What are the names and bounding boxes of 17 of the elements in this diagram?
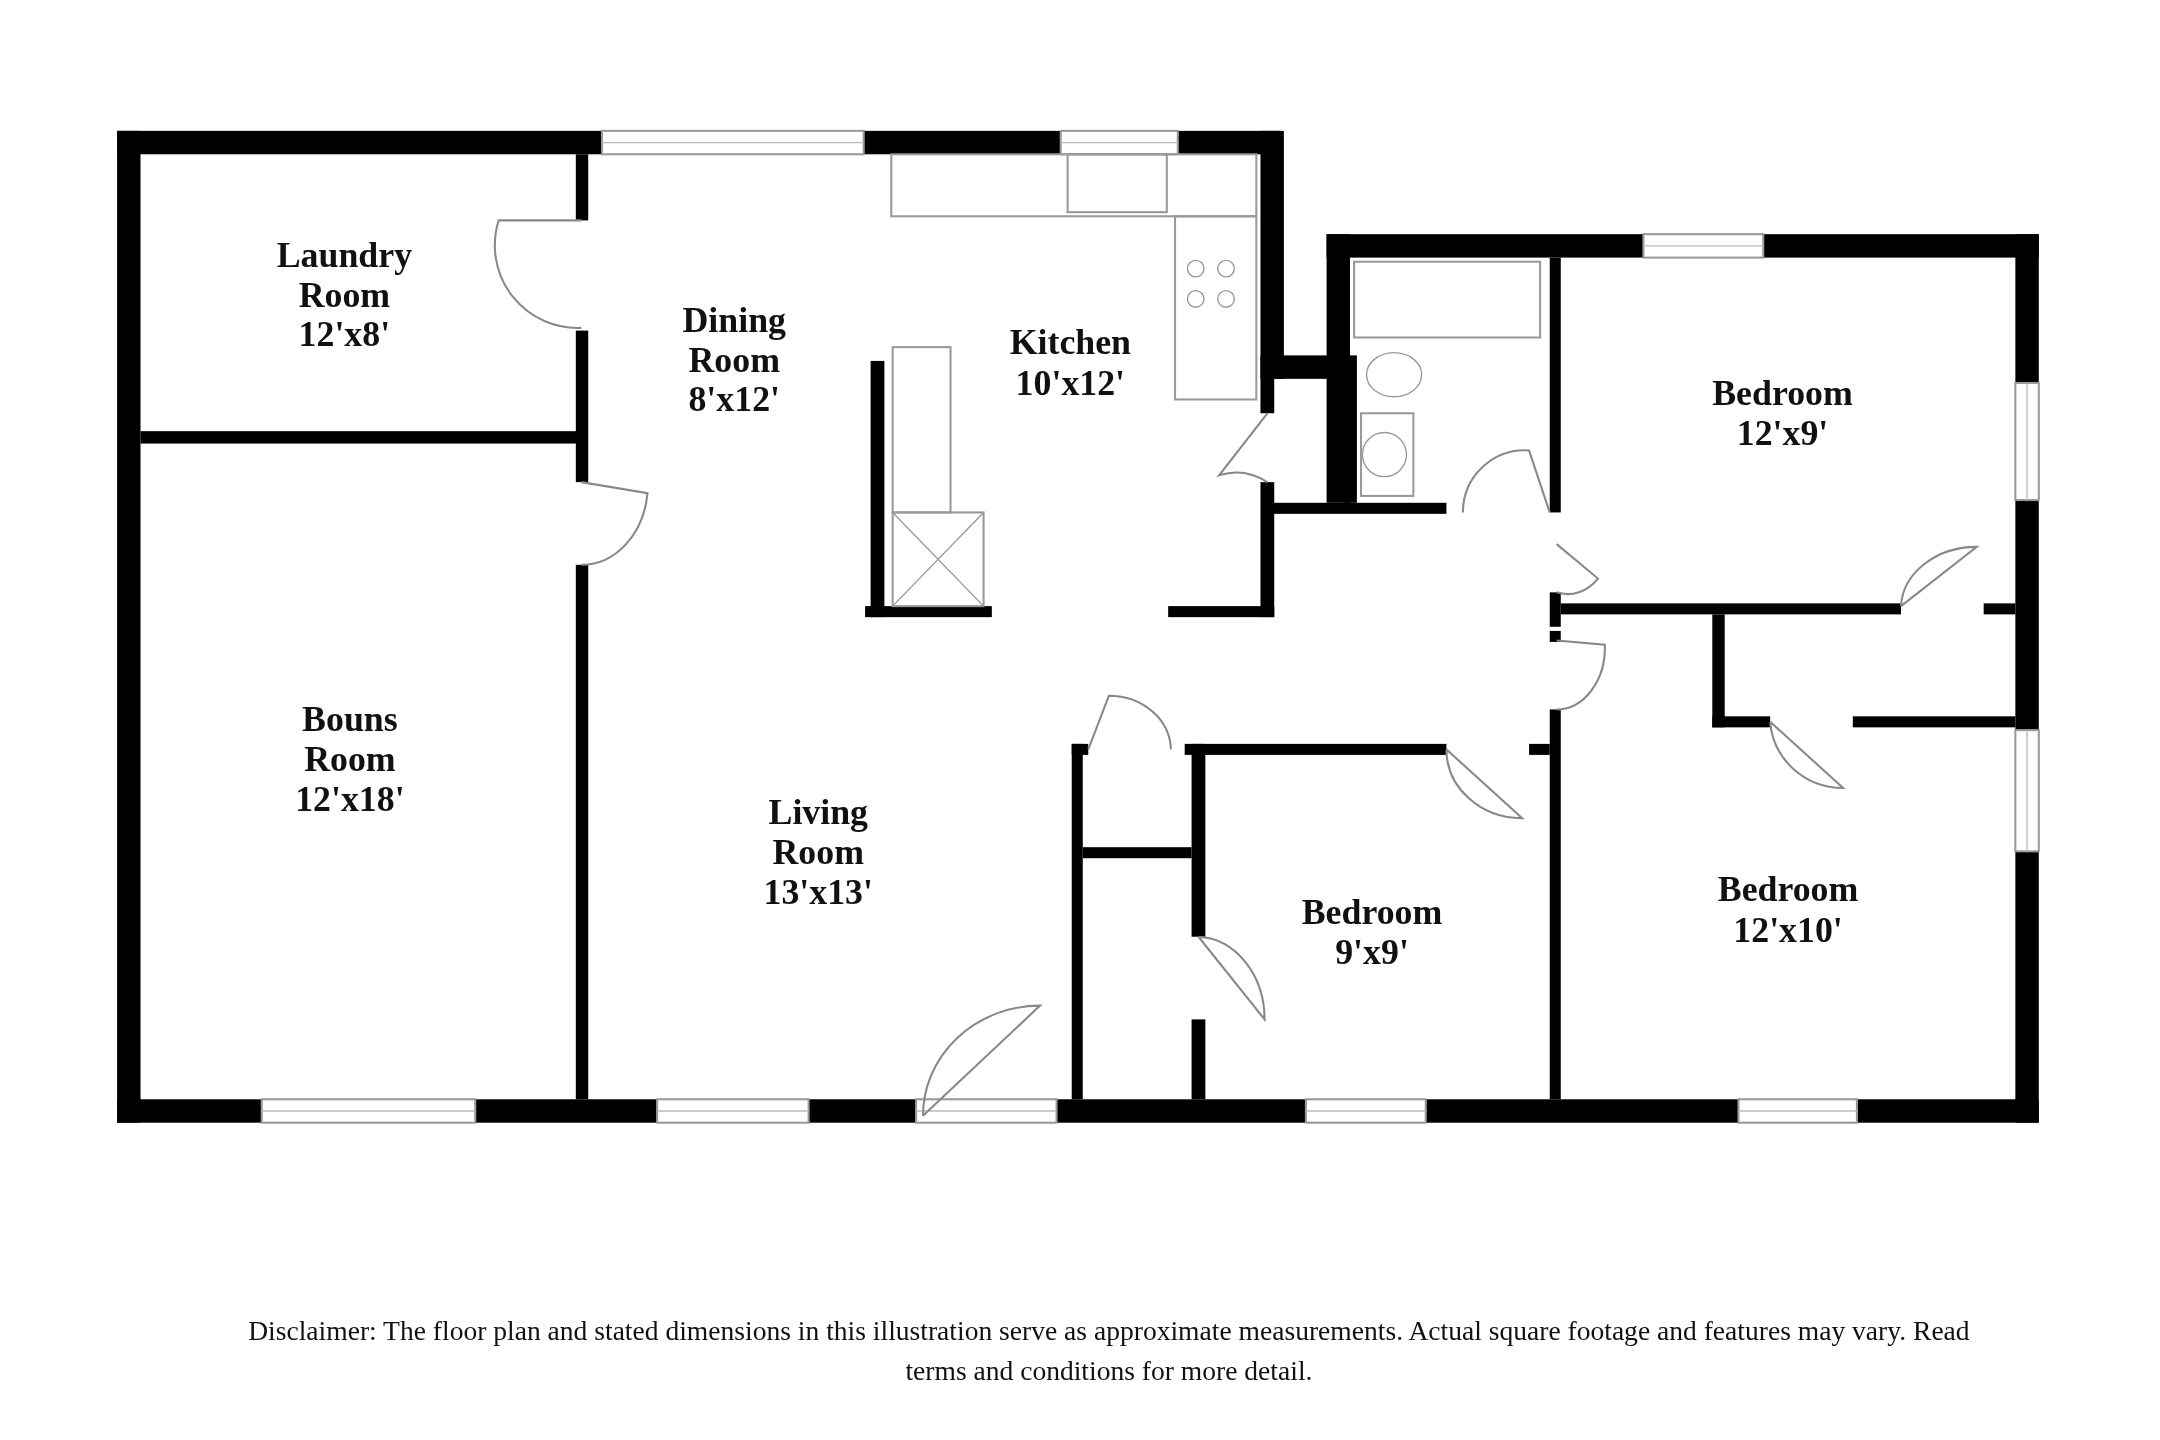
room-name: Kitchen <box>1008 322 1133 363</box>
room-dimensions: 12'x8' <box>297 314 392 355</box>
room-dimensions: 8'x12' <box>687 378 781 419</box>
disclaimer-text: Disclaimer: The floor plan and stated dimensions in this illustration serve as approximate measurements. Actual square footage and features may vary. Read terms and conditions for more detail. <box>247 1314 1970 1388</box>
room-name: Living Room <box>767 792 870 872</box>
room-name: Bedroom <box>1716 869 1860 910</box>
room-name: Bouns Room <box>301 699 399 780</box>
room-dimensions: 12'x18' <box>294 779 406 820</box>
room-name: Bedroom <box>1711 373 1854 414</box>
room-name: Dining Room <box>681 300 787 381</box>
room-dimensions: 12'x10' <box>1732 910 1844 951</box>
room-name: Bedroom <box>1300 892 1444 933</box>
room-name: Laundry Room <box>275 235 414 316</box>
room-dimensions: 9'x9' <box>1334 932 1410 973</box>
room-dimensions: 10'x12' <box>1014 363 1127 404</box>
room-dimensions: 13'x13' <box>762 872 874 912</box>
room-dimensions: 12'x9' <box>1735 413 1830 454</box>
